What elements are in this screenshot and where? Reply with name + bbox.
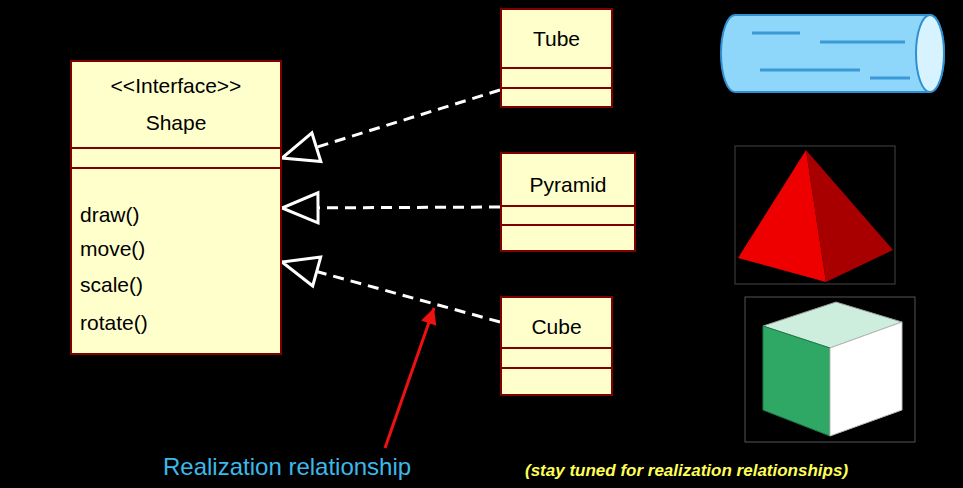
realization-arrow [282, 207, 500, 208]
class-name: Pyramid [502, 173, 634, 197]
realization-arrow [282, 262, 500, 322]
cube-picture [745, 297, 915, 442]
class-name: Cube [502, 315, 611, 339]
class-name: Tube [502, 27, 611, 51]
compartment-line [502, 347, 611, 349]
compartment-line [502, 224, 634, 226]
operation-name: scale() [80, 273, 143, 297]
tube-picture [721, 15, 944, 92]
pyramid-picture [735, 146, 895, 284]
operation-name: draw() [80, 203, 140, 227]
class-name: Shape [72, 111, 280, 135]
compartment-line [502, 367, 611, 369]
class-box: Cube [500, 296, 613, 396]
note-text: (stay tuned for realization relationship… [525, 461, 848, 481]
compartment-line [502, 205, 634, 207]
compartment-line [502, 87, 611, 89]
operation-name: move() [80, 237, 145, 261]
class-name: <<Interface>> [72, 74, 280, 98]
compartment-line [72, 147, 280, 149]
class-box: Tube [500, 8, 613, 108]
callout-label: Realization relationship [163, 453, 411, 481]
realization-arrow [282, 90, 500, 158]
interface-class-box: <<Interface>> Shape draw() move() scale() rot… [70, 60, 282, 355]
compartment-line [72, 167, 280, 169]
leader-arrow [385, 308, 434, 448]
operation-name: rotate() [80, 311, 148, 335]
class-box: Pyramid [500, 152, 636, 252]
compartment-line [502, 67, 611, 69]
